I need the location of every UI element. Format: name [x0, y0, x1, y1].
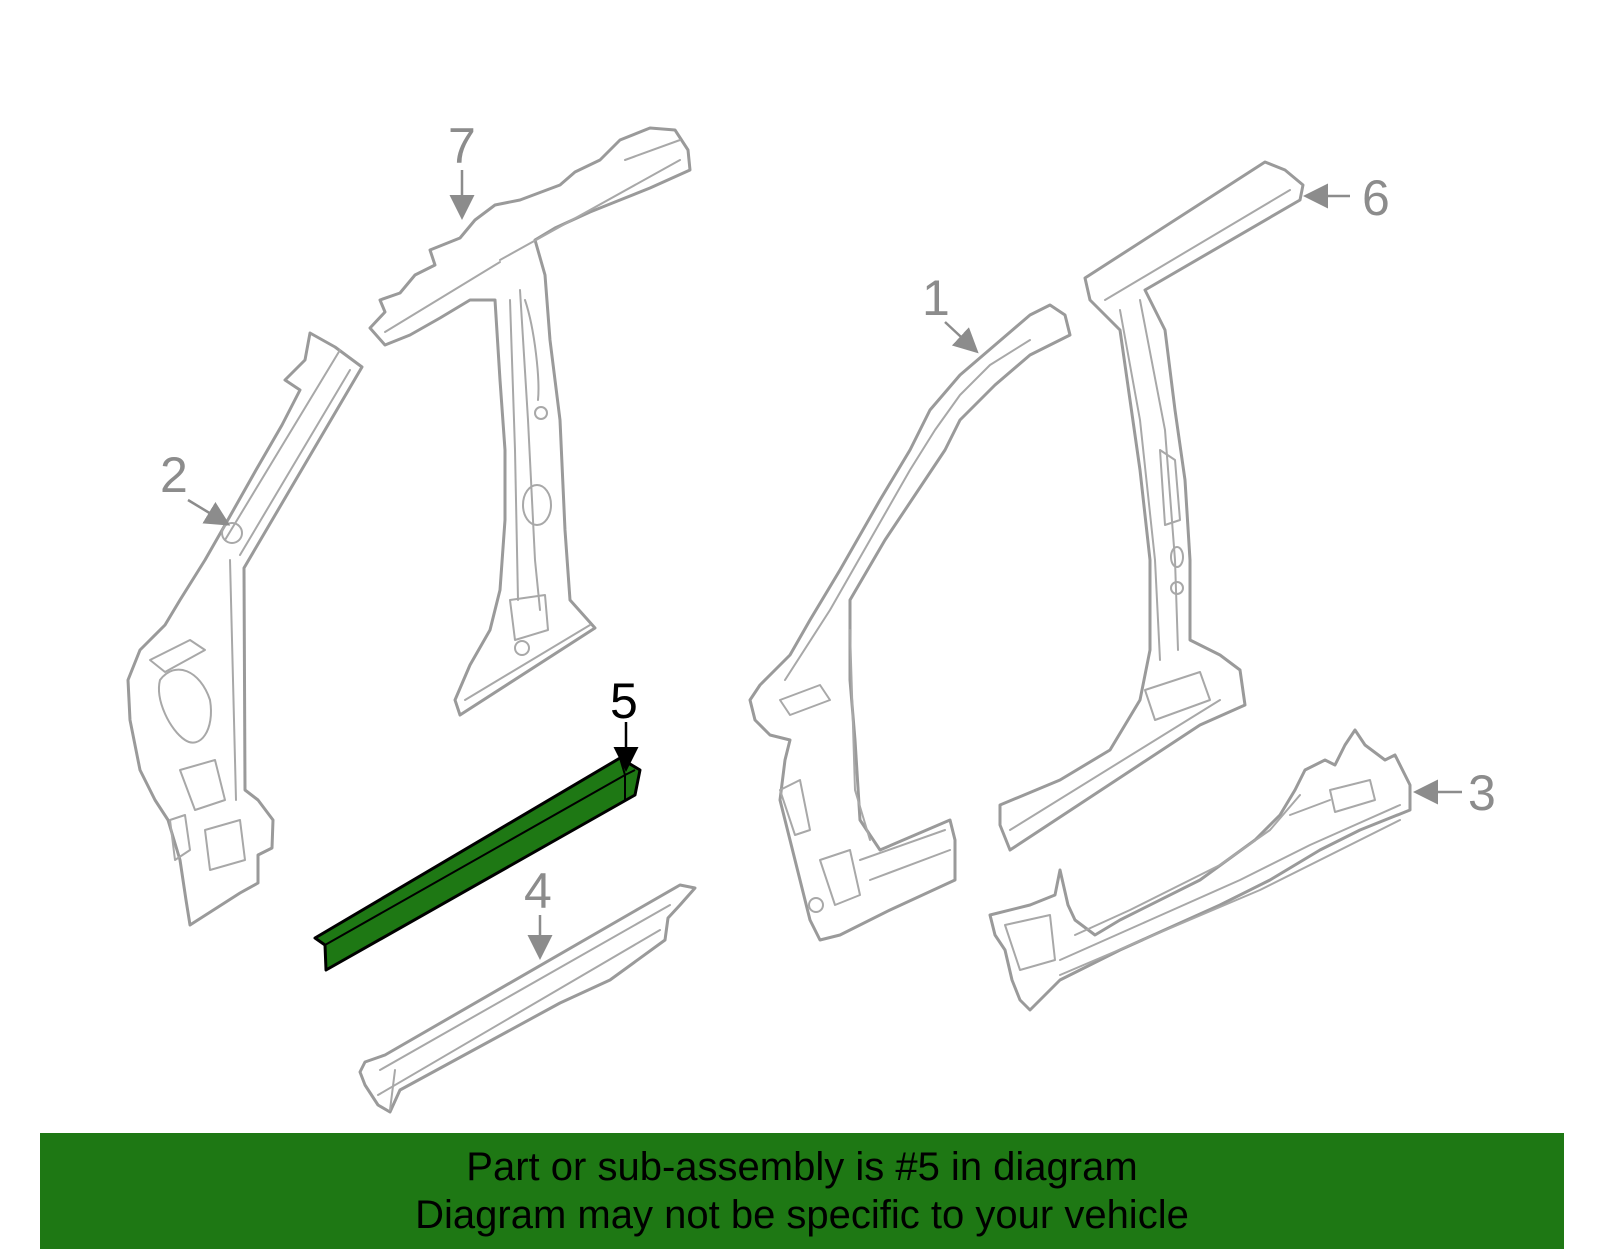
callout-7: 7	[448, 118, 476, 174]
callout-2: 2	[160, 447, 188, 503]
part-2-front-pillar	[126, 331, 364, 927]
callout-4: 4	[524, 863, 552, 919]
part-4-inner-rocker	[358, 883, 697, 1114]
part-7-roof-rail-b-pillar	[368, 126, 692, 717]
part-1-outer-pillar	[748, 303, 1072, 942]
callout-6: 6	[1362, 170, 1390, 226]
banner-line-part: Part or sub-assembly is #5 in diagram	[466, 1145, 1138, 1189]
banner-line-disclaimer: Diagram may not be specific to your vehi…	[415, 1193, 1189, 1237]
callout-3: 3	[1468, 765, 1496, 821]
info-banner: Part or sub-assembly is #5 in diagram Di…	[40, 1133, 1564, 1249]
part-5-rocker-reinforcement	[313, 756, 642, 972]
part-6-b-pillar-outer	[998, 160, 1305, 852]
leader-2	[187, 498, 231, 526]
part-3-outer-rocker	[988, 728, 1412, 1012]
leader-1	[944, 321, 979, 354]
callout-1: 1	[922, 270, 950, 326]
callout-5: 5	[610, 673, 638, 729]
